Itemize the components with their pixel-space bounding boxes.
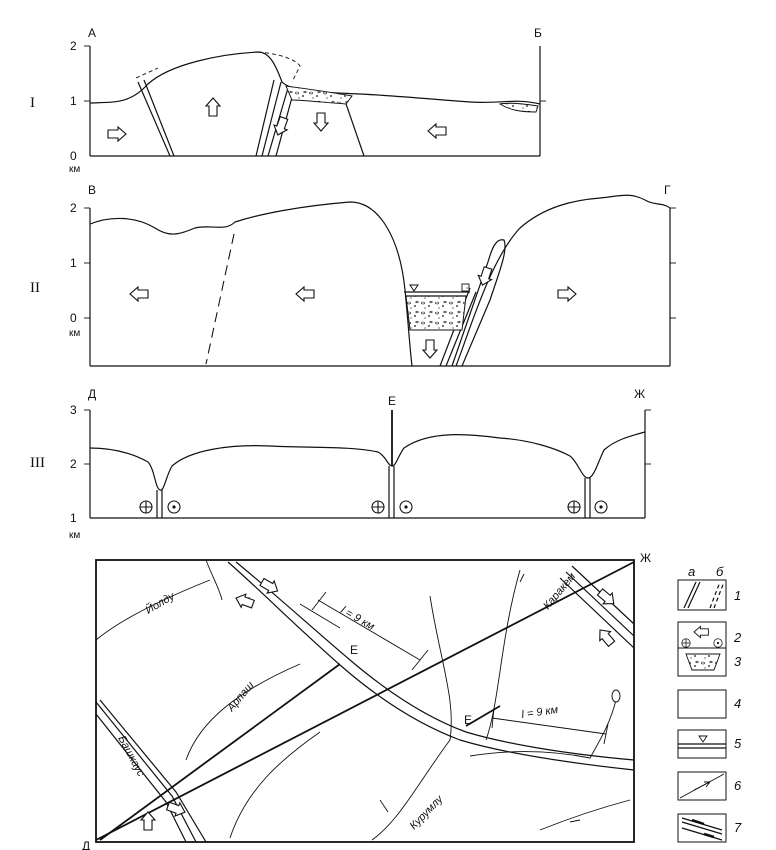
legend-item-6: 6 bbox=[677, 771, 742, 801]
legend-item-1: 1 bbox=[677, 579, 741, 611]
section-ii: II В Г 2 1 0 км bbox=[30, 183, 676, 367]
section-i-right-point: Б bbox=[534, 26, 542, 40]
legend-sub-a: а bbox=[688, 564, 695, 579]
legend-num-7: 7 bbox=[734, 820, 742, 835]
section-line-e-right bbox=[465, 705, 501, 727]
section-iii-tick-bottom: 1 bbox=[70, 511, 77, 525]
section-ii-left-point: В bbox=[88, 183, 96, 197]
section-i-label: I bbox=[30, 95, 35, 111]
legend-item-4: 4 bbox=[677, 689, 741, 719]
legend-num-1: 1 bbox=[734, 588, 741, 603]
river-karakem bbox=[485, 569, 521, 741]
legend: а б 1 2 3 4 5 bbox=[677, 564, 742, 843]
section-i-gravel-right bbox=[498, 102, 539, 113]
section-line-e-left bbox=[99, 663, 341, 841]
section-iii-unit: км bbox=[69, 530, 80, 541]
section-iii-left-point: Д bbox=[88, 387, 96, 401]
legend-num-5: 5 bbox=[734, 736, 742, 751]
section-iii-right-point: Ж bbox=[634, 387, 645, 401]
section-i: I А Б 2 1 0 км bbox=[30, 26, 546, 175]
section-iii-relief bbox=[89, 431, 646, 491]
legend-num-2: 2 bbox=[733, 630, 742, 645]
section-ii-tick-top: 2 bbox=[70, 201, 77, 215]
section-i-axis: 2 1 0 км bbox=[69, 39, 546, 175]
section-ii-tick-bottom: 0 bbox=[70, 311, 77, 325]
map-point-e1: Е bbox=[350, 643, 358, 657]
legend-item-5: 5 bbox=[677, 729, 742, 759]
section-ii-relief-right bbox=[455, 194, 671, 367]
section-ii-relief-left bbox=[89, 201, 413, 367]
river-arpash bbox=[185, 663, 301, 761]
section-ii-axis: 2 1 0 км bbox=[69, 201, 676, 367]
legend-sub-b: б bbox=[716, 564, 724, 579]
section-i-tick-bottom: 0 bbox=[70, 149, 77, 163]
river-kurumlu bbox=[371, 595, 452, 841]
legend-num-4: 4 bbox=[734, 696, 741, 711]
section-iii-tick-mid: 2 bbox=[70, 457, 77, 471]
section-iii-tick-top: 3 bbox=[70, 403, 77, 417]
legend-item-2: 2 bbox=[677, 621, 742, 653]
section-ii-right-point: Г bbox=[664, 183, 671, 197]
legend-num-6: 6 bbox=[734, 778, 742, 793]
legend-item-7: 7 bbox=[677, 813, 742, 843]
section-i-tick-mid: 1 bbox=[70, 94, 77, 108]
legend-num-3: 3 bbox=[734, 654, 742, 669]
section-ii-label: II bbox=[30, 280, 40, 296]
section-ii-gravel bbox=[405, 295, 467, 331]
fault-zone-main bbox=[227, 561, 635, 771]
offset-label-2: l = 9 км bbox=[521, 704, 560, 721]
section-i-left-point: А bbox=[88, 26, 96, 40]
river-yoldu bbox=[95, 579, 211, 641]
section-iii-label: III bbox=[30, 455, 45, 471]
section-ii-unit: км bbox=[69, 328, 80, 339]
section-i-gravel bbox=[285, 85, 353, 105]
section-i-relief bbox=[89, 51, 541, 105]
section-iii-axis: 3 2 1 км bbox=[69, 403, 651, 541]
map-panel: Д Ж Е Е bbox=[82, 551, 651, 850]
map-corner-tr-label: Ж bbox=[640, 551, 651, 565]
map-point-e2: Е bbox=[464, 713, 472, 727]
section-i-unit: км bbox=[69, 164, 80, 175]
section-iii: III Д Е Ж 3 2 1 км bbox=[30, 387, 651, 541]
section-iii-mid-point: Е bbox=[388, 394, 396, 408]
map-corner-bl-label: Д bbox=[82, 839, 90, 850]
section-i-tick-top: 2 bbox=[70, 39, 77, 53]
section-ii-tick-mid: 1 bbox=[70, 256, 77, 270]
section-line-d-zh bbox=[95, 561, 635, 841]
legend-item-3: 3 bbox=[677, 647, 742, 677]
